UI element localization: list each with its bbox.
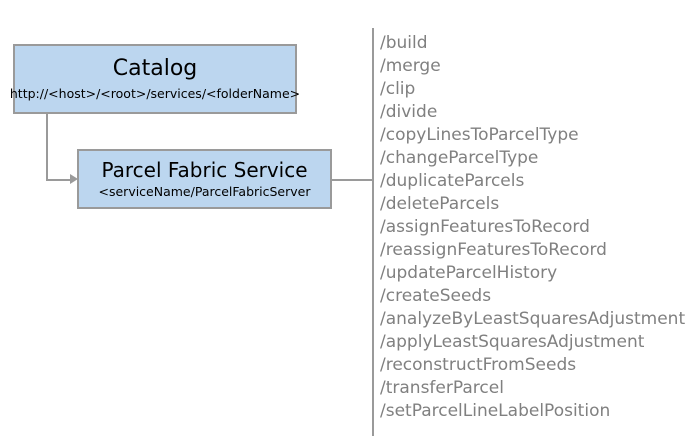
catalog-node-title: Catalog — [112, 56, 198, 82]
operation-item: /setParcelLineLabelPosition — [380, 401, 611, 421]
operations-divider-rule — [372, 28, 374, 436]
operation-item: /updateParcelHistory — [380, 263, 558, 283]
operation-item: /analyzeByLeastSquaresAdjustment — [380, 309, 686, 329]
parcel-fabric-service-node-title: Parcel Fabric Service — [101, 157, 308, 182]
catalog-node: Catalog http://<host>/<root>/services/<f… — [9, 44, 301, 114]
connector-arrowhead-icon — [70, 174, 78, 184]
connector-catalog-to-service-horizontal — [46, 179, 72, 181]
operation-item: /reconstructFromSeeds — [380, 355, 577, 375]
connector-service-to-operations — [332, 179, 373, 181]
operation-item: /deleteParcels — [380, 194, 500, 214]
operation-item: /duplicateParcels — [380, 171, 525, 191]
operation-item: /changeParcelType — [380, 148, 539, 168]
parcel-fabric-service-node: Parcel Fabric Service <serviceName/Parce… — [77, 149, 332, 209]
operation-item: /divide — [380, 102, 438, 122]
operation-item: /createSeeds — [380, 286, 492, 306]
operation-item: /applyLeastSquaresAdjustment — [380, 332, 645, 352]
operation-item: /reassignFeaturesToRecord — [380, 240, 607, 260]
parcel-fabric-service-node-path: <serviceName/ParcelFabricServer — [98, 183, 311, 199]
catalog-node-url: http://<host>/<root>/services/<folderNam… — [9, 86, 301, 102]
operation-item: /clip — [380, 79, 416, 99]
operation-item: /merge — [380, 56, 441, 76]
operation-item: /assignFeaturesToRecord — [380, 217, 590, 237]
operations-list: /build /merge /clip /divide /copyLinesTo… — [380, 32, 685, 423]
operation-item: /copyLinesToParcelType — [380, 125, 579, 145]
operation-item: /build — [380, 33, 428, 53]
operation-item: /transferParcel — [380, 378, 504, 398]
connector-catalog-to-service-vertical — [46, 114, 48, 180]
